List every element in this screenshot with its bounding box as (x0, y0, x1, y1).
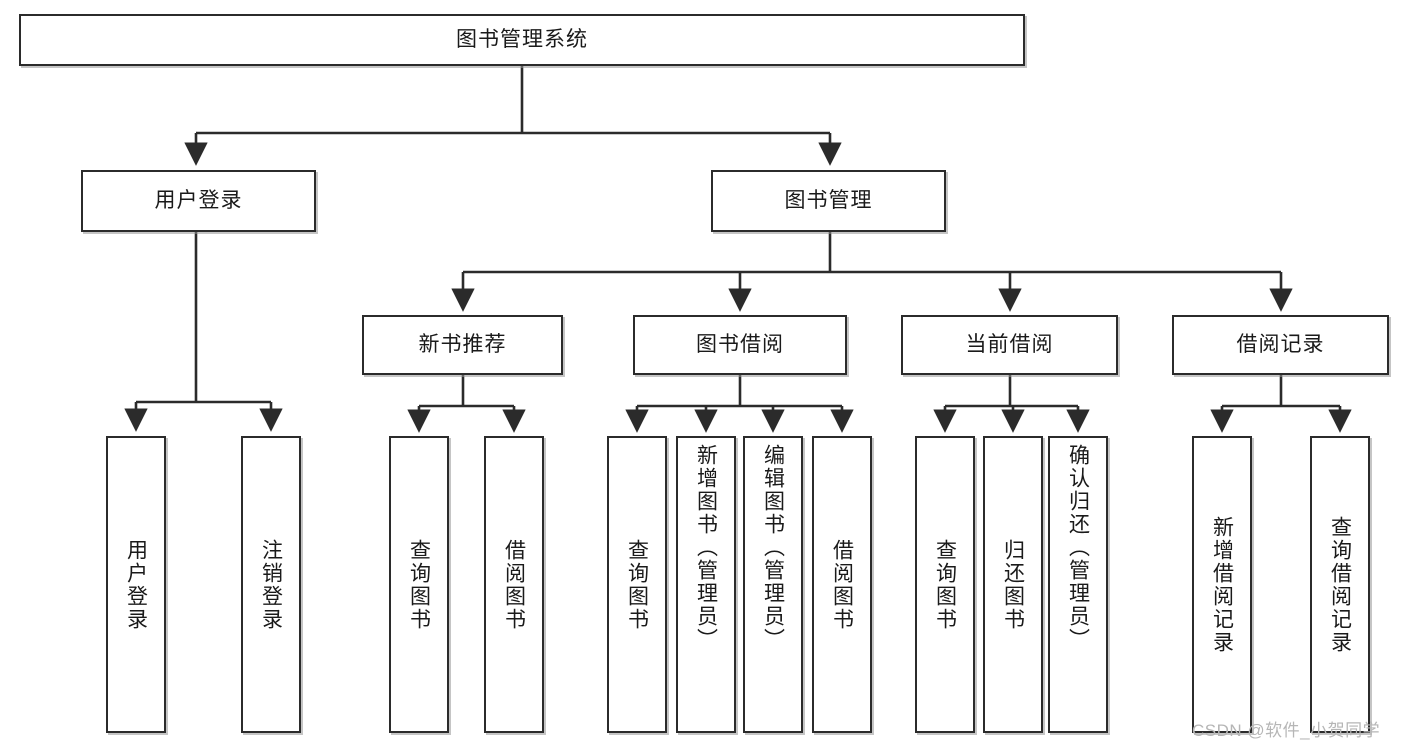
node-label: 用户登录 (154, 188, 243, 212)
leaf-book-borrow-borrow-book[interactable]: 借阅图书 (812, 436, 872, 733)
leaf-borrow-record-query-record[interactable]: 查询借阅记录 (1310, 436, 1370, 733)
leaf-current-borrow-query-book[interactable]: 查询图书 (915, 436, 975, 733)
node-label: 新增图书（管理员） (694, 444, 718, 651)
leaf-borrow-record-add-record[interactable]: 新增借阅记录 (1192, 436, 1252, 733)
node-label: 查询图书 (407, 538, 431, 631)
node-label: 查询图书 (625, 538, 649, 631)
node-label: 图书借阅 (696, 332, 784, 356)
leaf-user-login-logout[interactable]: 注销登录 (241, 436, 301, 733)
leaf-user-login-login[interactable]: 用户登录 (106, 436, 166, 733)
node-current-borrow[interactable]: 当前借阅 (901, 315, 1118, 375)
node-new-book-recommend[interactable]: 新书推荐 (362, 315, 563, 375)
node-label: 归还图书 (1001, 538, 1025, 631)
node-book-management[interactable]: 图书管理 (711, 170, 946, 232)
node-book-borrow[interactable]: 图书借阅 (633, 315, 847, 375)
leaf-book-borrow-add-book-admin[interactable]: 新增图书（管理员） (676, 436, 736, 733)
leaf-current-borrow-confirm-return-admin[interactable]: 确认归还（管理员） (1048, 436, 1108, 733)
node-label: 借阅图书 (830, 538, 854, 631)
node-user-login[interactable]: 用户登录 (81, 170, 316, 232)
node-label: 图书管理 (784, 188, 873, 212)
node-label: 注销登录 (259, 538, 283, 631)
node-label: 编辑图书（管理员） (761, 444, 785, 651)
node-label: 查询图书 (933, 538, 957, 631)
node-label: 查询借阅记录 (1328, 515, 1352, 654)
node-label: 借阅记录 (1236, 332, 1325, 356)
leaf-new-book-query-book[interactable]: 查询图书 (389, 436, 449, 733)
node-label: 新增借阅记录 (1210, 515, 1234, 654)
node-label: 确认归还（管理员） (1066, 444, 1090, 651)
leaf-book-borrow-edit-book-admin[interactable]: 编辑图书（管理员） (743, 436, 803, 733)
csdn-watermark: CSDN @软件_小贺同学 (1192, 721, 1381, 740)
node-label: 用户登录 (124, 538, 148, 631)
node-root-book-management-system[interactable]: 图书管理系统 (19, 14, 1025, 66)
node-label: 当前借阅 (965, 332, 1054, 356)
node-label: 图书管理系统 (456, 27, 588, 51)
node-label: 借阅图书 (502, 538, 526, 631)
leaf-book-borrow-query-book[interactable]: 查询图书 (607, 436, 667, 733)
node-label: 新书推荐 (418, 332, 507, 356)
node-borrow-record[interactable]: 借阅记录 (1172, 315, 1389, 375)
leaf-current-borrow-return-book[interactable]: 归还图书 (983, 436, 1043, 733)
leaf-new-book-borrow-book[interactable]: 借阅图书 (484, 436, 544, 733)
